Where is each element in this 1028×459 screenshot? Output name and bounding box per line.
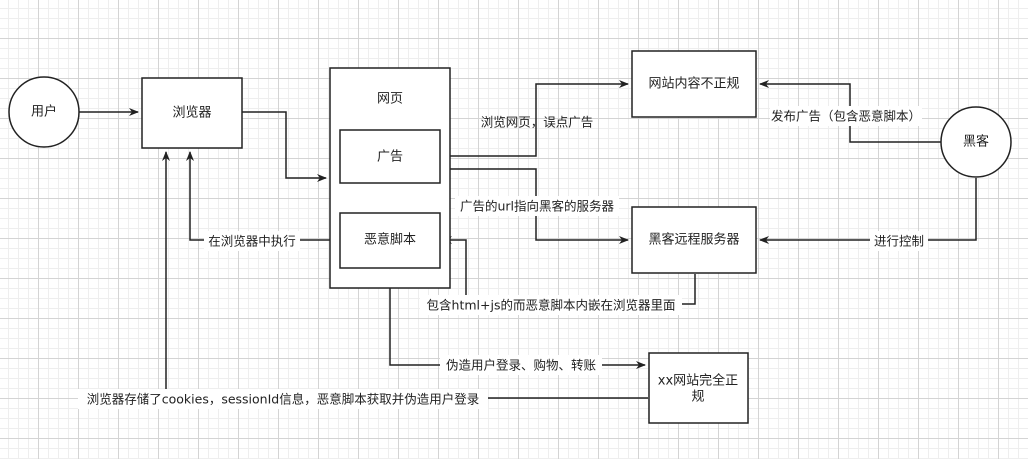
browser-label: 浏览器 xyxy=(172,105,211,121)
ad-node[interactable]: 广告 xyxy=(339,129,441,184)
forge-actions-label-group: 伪造用户登录、购物、转账 xyxy=(440,355,602,375)
user-node[interactable]: 用户 xyxy=(8,76,80,148)
nodes: 用户 浏览器 网页 广告 恶意脚本 网站内容不正规 黑客 黑客远 xyxy=(8,50,1012,424)
xx-site-node[interactable]: xx网站完全正 规 xyxy=(648,352,749,424)
ad-url-points-server-label: 广告的url指向黑客的服务器 xyxy=(460,199,615,214)
publish-ad-label-group: 发布广告（包含恶意脚本） xyxy=(770,106,922,126)
edge-script-to-browser xyxy=(186,151,340,241)
site-not-legit-label: 网站内容不正规 xyxy=(648,76,739,92)
embed-script-label-group: 包含html+js的而恶意脚本内嵌在浏览器里面 xyxy=(420,295,682,315)
embed-script-label: 包含html+js的而恶意脚本内嵌在浏览器里面 xyxy=(427,298,676,313)
malicious-script-label: 恶意脚本 xyxy=(364,232,416,248)
user-label: 用户 xyxy=(31,104,57,120)
edge-labels: 浏览网页，误点广告 发布广告（包含恶意脚本） 广告的url指向黑客的服务器 在浏… xyxy=(78,106,928,409)
browse-click-ad-label: 浏览网页，误点广告 xyxy=(481,115,594,130)
remote-control-label-group: 进行控制 xyxy=(870,231,928,251)
site-not-legit-node[interactable]: 网站内容不正规 xyxy=(631,50,757,118)
xx-site-label-line1: xx网站完全正 xyxy=(658,373,738,389)
remote-control-label: 进行控制 xyxy=(874,234,924,249)
edge-browser-to-webpage xyxy=(242,111,327,182)
publish-ad-label: 发布广告（包含恶意脚本） xyxy=(771,109,921,124)
webpage-label: 网页 xyxy=(377,92,403,107)
browse-click-ad-label-group: 浏览网页，误点广告 xyxy=(481,115,594,130)
hacker-node[interactable]: 黑客 xyxy=(940,106,1012,178)
hacker-server-label: 黑客远程服务器 xyxy=(648,232,739,248)
ad-label: 广告 xyxy=(377,150,403,165)
forge-actions-label: 伪造用户登录、购物、转账 xyxy=(446,358,597,373)
execute-in-browser-label: 在浏览器中执行 xyxy=(208,234,296,249)
edge-hacker-to-server xyxy=(759,178,977,244)
hacker-label: 黑客 xyxy=(963,134,989,150)
edge-ad-to-site xyxy=(440,80,629,157)
malicious-script-node[interactable]: 恶意脚本 xyxy=(339,212,441,269)
xx-site-label-line2: 规 xyxy=(691,390,704,405)
execute-in-browser-label-group: 在浏览器中执行 xyxy=(204,231,300,251)
ad-url-label-group: 广告的url指向黑客的服务器 xyxy=(455,196,619,216)
cookies-steal-label-group: 浏览器存储了cookies，sessionId信息，恶意脚本获取并伪造用户登录 xyxy=(78,389,488,409)
hacker-server-node[interactable]: 黑客远程服务器 xyxy=(631,206,757,274)
browser-node[interactable]: 浏览器 xyxy=(141,77,243,149)
cookies-steal-label: 浏览器存储了cookies，sessionId信息，恶意脚本获取并伪造用户登录 xyxy=(87,392,479,407)
